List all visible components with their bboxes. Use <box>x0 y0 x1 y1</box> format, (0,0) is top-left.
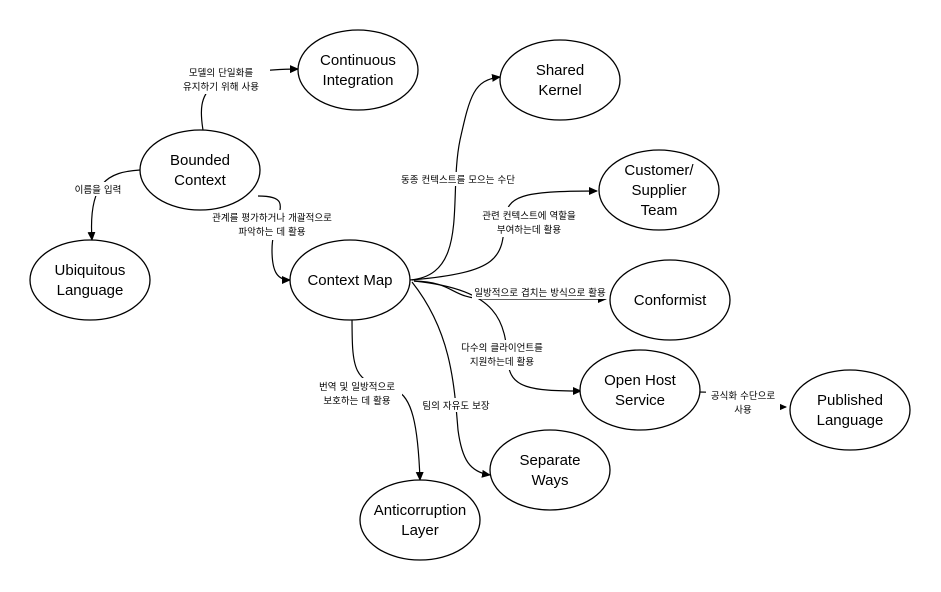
node-continuous-integration[interactable]: Continuous Integration <box>297 29 419 111</box>
node-shape <box>139 129 261 211</box>
node-label-line: Supplier <box>631 182 686 199</box>
edge-label-line: 사용 <box>734 405 752 416</box>
edge-label-line: 다수의 클라이언트를 <box>461 342 543 354</box>
connector <box>257 195 291 284</box>
node-label-line: Kernel <box>538 82 581 99</box>
node-label-line: Ubiquitous <box>55 262 126 279</box>
edge-label-line: 지원하는데 활용 <box>470 356 534 368</box>
node-label-line: Integration <box>323 72 394 89</box>
edge-label-line: 보호하는 데 활용 <box>323 395 390 407</box>
node-label-line: Context <box>174 172 227 189</box>
edge-label-line: 부여하는데 활용 <box>497 224 561 236</box>
node-label-line: Layer <box>401 522 439 539</box>
edge-label-formalization: 공식화 수단으로 사용 <box>706 388 780 416</box>
edge-label-naming: 이름을 입력 <box>72 182 124 196</box>
edge-label-line: 모델의 단일화를 <box>189 67 253 79</box>
node-shape <box>359 479 481 561</box>
node-label-line: Published <box>817 392 883 409</box>
node-label-line: Continuous <box>320 52 396 69</box>
node-label-line: Separate <box>520 452 581 469</box>
edge-bounded-context-to-context-map <box>257 195 291 284</box>
node-shape <box>598 149 720 231</box>
node-shape <box>609 259 731 341</box>
node-bounded-context[interactable]: Bounded Context <box>139 129 261 211</box>
node-label-line: Open Host <box>604 372 677 389</box>
edge-label-evaluate-relations: 관계를 평가하거나 개괄적으로 파악하는 데 활용 <box>202 210 344 240</box>
edge-context-map-to-separate-ways <box>411 281 491 478</box>
node-shared-kernel[interactable]: Shared Kernel <box>499 39 621 121</box>
edge-label-assign-roles: 관련 컨텍스트에 역할을 부여하는데 활용 <box>476 207 582 237</box>
edge-bounded-context-to-ubiquitous-language <box>87 169 141 241</box>
node-label-line: Ways <box>532 472 569 489</box>
node-label-line: Language <box>817 412 884 429</box>
edge-label-translate-protect: 번역 및 일방적으로 보호하는 데 활용 <box>312 378 402 408</box>
edge-label-model-unification: 모델의 단일화를 유지하기 위해 사용 <box>170 64 270 94</box>
node-label-line: Team <box>641 202 678 219</box>
node-anticorruption-layer[interactable]: Anticorruption Layer <box>359 479 481 561</box>
node-label-line: Service <box>615 392 665 409</box>
edge-label-support-clients: 다수의 클라이언트를 지원하는데 활용 <box>452 340 552 370</box>
node-label-line: Customer/ <box>624 162 694 179</box>
edge-context-map-to-shared-kernel <box>409 73 501 281</box>
connector <box>409 73 501 281</box>
node-shape <box>489 429 611 511</box>
node-label-line: Bounded <box>170 152 230 169</box>
edge-label-line: 파악하는 데 활용 <box>238 226 305 238</box>
edge-label-line: 일방적으로 겹치는 방식으로 활용 <box>474 287 606 299</box>
edge-label-line: 번역 및 일방적으로 <box>319 381 395 393</box>
edge-label-line: 유지하기 위해 사용 <box>183 81 259 93</box>
edge-label-line: 관계를 평가하거나 개괄적으로 <box>212 212 332 224</box>
node-label-line: Context Map <box>307 272 392 289</box>
node-customer-supplier-team[interactable]: Customer/ Supplier Team <box>598 149 720 231</box>
node-separate-ways[interactable]: Separate Ways <box>489 429 611 511</box>
edge-label-line: 관련 컨텍스트에 역할을 <box>482 211 576 222</box>
connector <box>411 281 491 478</box>
node-shape <box>579 349 701 431</box>
node-ubiquitous-language[interactable]: Ubiquitous Language <box>29 239 151 321</box>
node-shape <box>499 39 621 121</box>
edge-label-line: 이름을 입력 <box>75 184 122 196</box>
edge-label-gather-contexts: 동종 컨텍스트를 모으는 수단 <box>390 172 528 186</box>
edge-label-line: 공식화 수단으로 <box>711 391 775 402</box>
node-shape <box>289 239 411 321</box>
edge-label-one-sided-overlap: 일방적으로 겹치는 방식으로 활용 <box>472 285 608 299</box>
node-shape <box>789 369 911 451</box>
node-shape <box>297 29 419 111</box>
node-published-language[interactable]: Published Language <box>789 369 911 451</box>
node-label-line: Anticorruption <box>374 502 467 519</box>
node-context-map[interactable]: Context Map <box>289 239 411 321</box>
edge-label-line: 동종 컨텍스트를 모으는 수단 <box>401 175 515 186</box>
node-open-host-service[interactable]: Open Host Service <box>579 349 701 431</box>
node-label-line: Language <box>57 282 124 299</box>
connector <box>87 169 141 241</box>
node-conformist[interactable]: Conformist <box>609 259 731 341</box>
node-shape <box>29 239 151 321</box>
node-label-line: Shared <box>536 62 584 79</box>
edge-label-team-freedom: 팀의 자유도 보장 <box>418 398 494 412</box>
edge-label-line: 팀의 자유도 보장 <box>422 400 489 412</box>
node-label-line: Conformist <box>634 292 707 309</box>
